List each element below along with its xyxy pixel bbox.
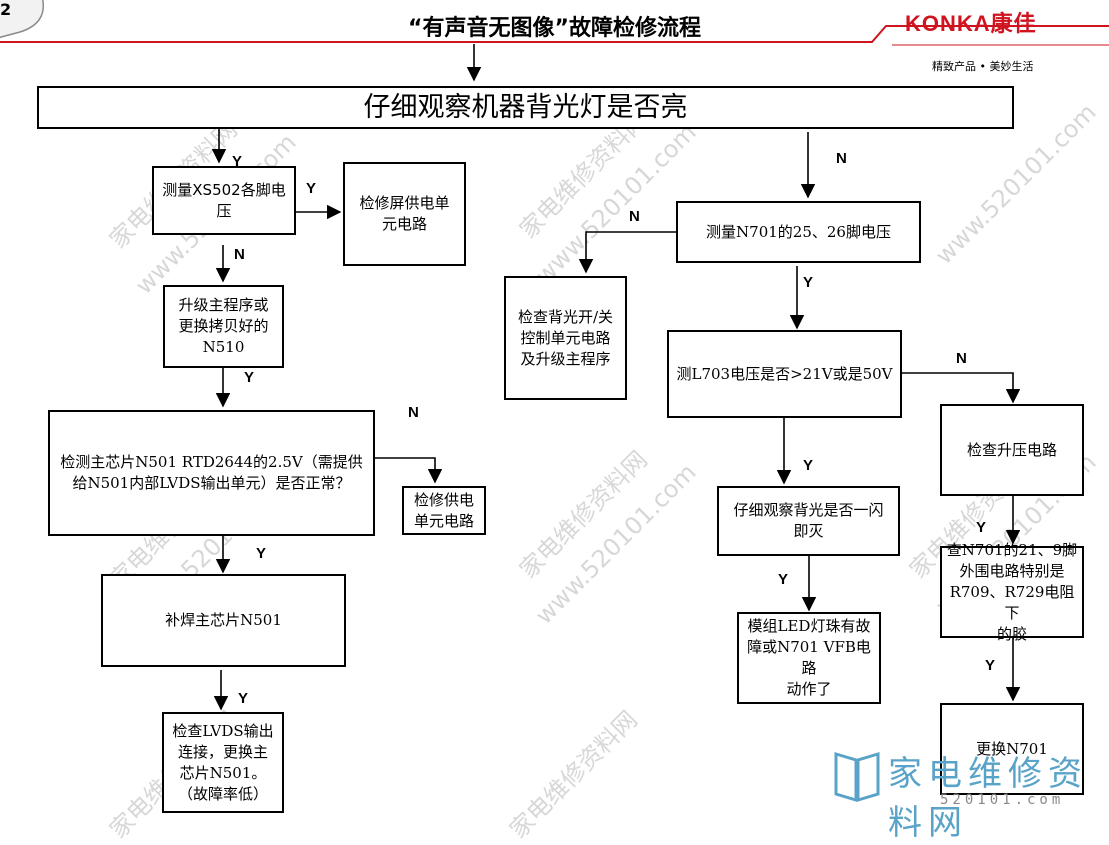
- edge-label-y: Y: [803, 457, 814, 474]
- node-check-n701-pins: 查N701的21、9脚 外围电路特别是 R709、R729电阻下 的胶: [940, 541, 1084, 643]
- edge-label-y: Y: [778, 571, 789, 588]
- page-title: “有声音无图像”故障检修流程: [408, 16, 701, 41]
- node-led-fault: 模组LED灯珠有故 障或N701 VFB电路 动作了: [737, 612, 881, 704]
- node-check-lvds: 检查LVDS输出 连接，更换主 芯片N501。 （故障率低）: [162, 712, 284, 813]
- node-observe-flash: 仔细观察背光是否一闪 即灭: [717, 486, 900, 556]
- node-replace-n701: 更换N701: [940, 703, 1084, 795]
- edge-label-n: N: [408, 404, 419, 421]
- edge-label-n: N: [629, 208, 640, 225]
- flow-connectors: [0, 0, 1109, 711]
- node-measure-n701: 测量N701的25、26脚电压: [676, 201, 921, 263]
- node-measure-l703: 测L703电压是否>21V或是50V: [667, 330, 902, 418]
- edge-label-y: Y: [306, 180, 317, 197]
- book-icon: [834, 751, 880, 803]
- konka-logo: KONKA康佳: [905, 11, 1037, 36]
- brand-tagline: 精致产品 • 美妙生活: [932, 60, 1034, 73]
- edge-label-n: N: [956, 350, 967, 367]
- slide-number: 2: [0, 0, 12, 19]
- node-repair-power-unit: 检修供电 单元电路: [402, 486, 486, 535]
- edge-label-y: Y: [976, 519, 987, 536]
- edge-label-n: N: [836, 150, 847, 167]
- node-start: 仔细观察机器背光灯是否亮: [37, 86, 1014, 129]
- edge-label-y: Y: [238, 690, 249, 707]
- watermark-url: 520101.com: [940, 792, 1065, 808]
- edge-label-y: Y: [244, 369, 255, 386]
- edge-label-y: Y: [232, 153, 243, 170]
- edge-label-n: N: [234, 246, 245, 263]
- watermark-site-name: 家电维修资料网: [888, 754, 1088, 843]
- node-backlight-control: 检查背光开/关 控制单元电路 及升级主程序: [504, 276, 627, 400]
- slide-tab-shape: [0, 0, 44, 39]
- node-upgrade-firmware: 升级主程序或 更换拷贝好的 N510: [163, 285, 284, 368]
- edge-label-y: Y: [803, 274, 814, 291]
- edge-label-y: Y: [256, 545, 267, 562]
- node-check-boost: 检查升压电路: [940, 404, 1084, 496]
- header-rule: [0, 25, 1109, 43]
- node-screen-power-repair: 检修屏供电单 元电路: [343, 162, 466, 266]
- edge-label-y: Y: [985, 657, 996, 674]
- node-measure-xs502: 测量XS502各脚电 压: [152, 166, 296, 235]
- node-resolder-n501: 补焊主芯片N501: [101, 574, 346, 667]
- node-check-n501: 检测主芯片N501 RTD2644的2.5V（需提供 给N501内部LVDS输出…: [48, 410, 375, 536]
